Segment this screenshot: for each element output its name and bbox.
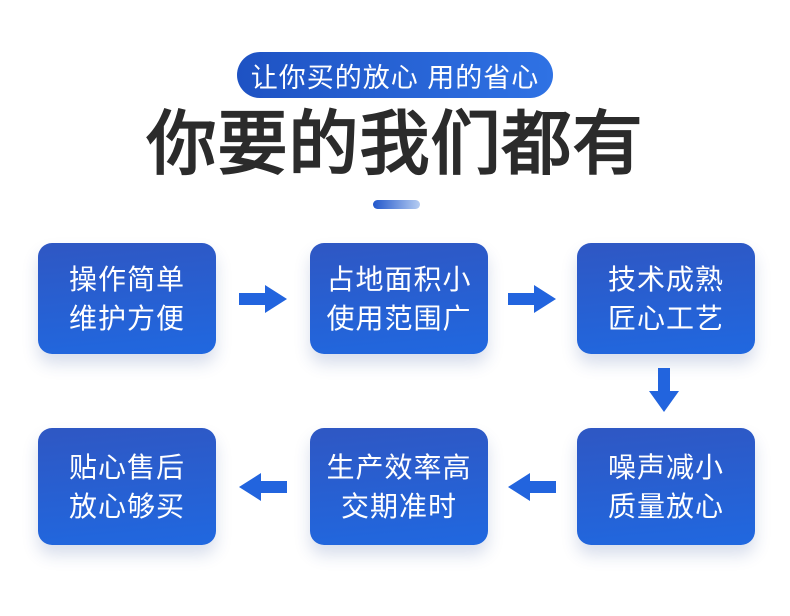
feature-box-operation: 操作简单 维护方便 [38,243,216,354]
arrow-left-icon [239,473,287,501]
heading-underline [373,200,420,209]
arrow-right-icon [239,285,287,313]
feature-line: 放心够买 [68,490,185,522]
feature-line: 噪声减小 [607,451,724,483]
feature-line: 生产效率高 [326,451,472,483]
feature-box-efficiency: 生产效率高 交期准时 [310,428,488,545]
page-title: 你要的我们都有 [146,105,644,183]
feature-line: 交期准时 [340,490,457,522]
feature-line: 技术成熟 [607,263,724,295]
tagline-badge: 让你买的放心 用的省心 [237,52,553,98]
arrow-left-icon [508,473,556,501]
feature-line: 占地面积小 [326,263,472,295]
feature-line: 质量放心 [607,490,724,522]
feature-line: 维护方便 [68,302,185,334]
feature-line: 匠心工艺 [607,302,724,334]
feature-line: 贴心售后 [68,451,185,483]
feature-box-technology: 技术成熟 匠心工艺 [577,243,755,354]
feature-line: 操作简单 [68,263,185,295]
tagline-text: 让你买的放心 用的省心 [250,62,540,93]
feature-box-aftersales: 贴心售后 放心够买 [38,428,216,545]
arrow-down-icon [649,368,679,412]
feature-box-noise: 噪声减小 质量放心 [577,428,755,545]
feature-box-footprint: 占地面积小 使用范围广 [310,243,488,354]
arrow-right-icon [508,285,556,313]
feature-line: 使用范围广 [326,302,472,334]
